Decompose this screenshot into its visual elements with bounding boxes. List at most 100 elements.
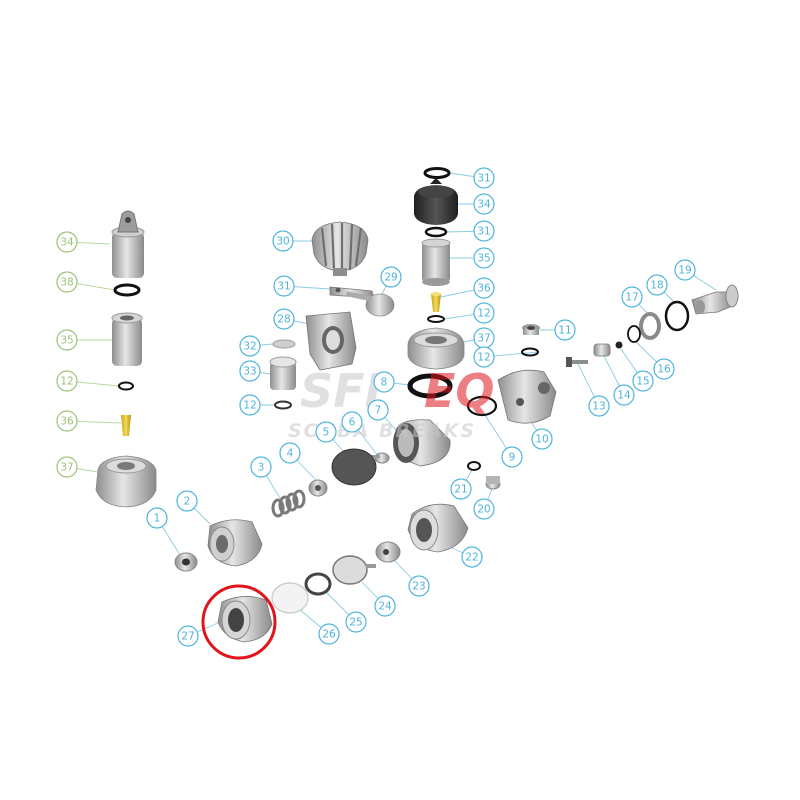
callout-circle-32 [239, 335, 261, 357]
callout-number-30: 30 [276, 236, 289, 248]
part-oring-12-upper [427, 315, 445, 323]
callout-number-35: 35 [477, 253, 490, 265]
callout-circle-12 [473, 302, 495, 324]
callout-circle-9 [501, 446, 523, 468]
callout-circle-12 [239, 394, 261, 416]
callout-circle-18 [646, 274, 668, 296]
callout-circle-14 [613, 384, 635, 406]
part-32-washer [272, 339, 296, 349]
part-28-yoke [305, 311, 357, 371]
callout-number-6: 6 [349, 417, 356, 429]
part-12-alt-oring [118, 381, 134, 391]
parts-layer [95, 167, 739, 660]
callout-number-31: 31 [477, 173, 490, 185]
callout-number-10: 10 [535, 434, 548, 446]
part-8-oring-large [407, 373, 453, 399]
callout-36: 36 [473, 277, 495, 299]
callout-27: 27 [177, 625, 199, 647]
part-38-oring [113, 283, 141, 297]
callout-circle-26 [318, 623, 340, 645]
callout-10: 10 [531, 428, 553, 450]
callout-labels: 3134313536123712113029312832331287651091… [56, 167, 696, 647]
part-36-yellow-pin [431, 292, 441, 312]
callout-number-34: 34 [477, 199, 491, 211]
callout-circle-19 [674, 259, 696, 281]
callout-number-37: 37 [60, 462, 73, 474]
callout-3: 3 [250, 456, 272, 478]
callout-circle-7 [367, 399, 389, 421]
callout-38: 38 [56, 271, 78, 293]
callout-number-33: 33 [243, 366, 256, 378]
callout-7: 7 [367, 399, 389, 421]
callout-5: 5 [315, 421, 337, 443]
callout-number-12: 12 [477, 352, 490, 364]
callout-circle-35 [473, 247, 495, 269]
callout-circle-16 [653, 358, 675, 380]
callout-37: 37 [56, 456, 78, 478]
callout-number-20: 20 [477, 504, 490, 516]
part-oring-31-mid [424, 226, 448, 238]
leader-lines [66, 172, 717, 637]
callout-circle-21 [450, 478, 472, 500]
callout-circle-36 [56, 410, 78, 432]
callout-22: 22 [461, 546, 483, 568]
callout-number-3: 3 [258, 462, 265, 474]
callout-number-17: 17 [625, 292, 638, 304]
callout-circle-13 [588, 395, 610, 417]
callout-32: 32 [239, 335, 261, 357]
callout-21: 21 [450, 478, 472, 500]
callout-number-12: 12 [243, 400, 256, 412]
part-35-alt-cylinder [111, 312, 143, 366]
part-37-alt-nut [95, 455, 157, 508]
part-oring-12-left [274, 400, 292, 410]
callout-number-34: 34 [60, 237, 74, 249]
callout-circle-12 [56, 370, 78, 392]
part-34-alt-knob [111, 210, 145, 278]
part-16-oring [627, 325, 641, 343]
part-26-disc [271, 582, 309, 614]
callout-circle-24 [374, 595, 396, 617]
callout-number-27: 27 [181, 631, 194, 643]
callout-number-14: 14 [617, 390, 631, 402]
callout-number-9: 9 [509, 452, 516, 464]
callout-circle-34 [56, 231, 78, 253]
part-30-ribbed-cap [311, 221, 369, 276]
callout-29: 29 [380, 266, 402, 288]
callout-number-16: 16 [657, 364, 671, 376]
part-9-oring [466, 395, 498, 417]
callout-9: 9 [501, 446, 523, 468]
callout-number-35: 35 [60, 335, 73, 347]
callout-circle-36 [473, 277, 495, 299]
callout-circle-4 [279, 442, 301, 464]
callout-12: 12 [473, 346, 495, 368]
callout-circle-33 [239, 360, 261, 382]
callout-circle-28 [273, 308, 295, 330]
callout-34: 34 [56, 231, 78, 253]
callout-circle-5 [315, 421, 337, 443]
callout-circle-37 [56, 456, 78, 478]
callout-circle-25 [345, 611, 367, 633]
callout-number-31: 31 [477, 226, 490, 238]
highlight-circle-27 [201, 584, 277, 660]
callout-number-1: 1 [154, 513, 161, 525]
callout-36: 36 [56, 410, 78, 432]
callout-17: 17 [621, 286, 643, 308]
callout-11: 11 [554, 319, 576, 341]
callout-25: 25 [345, 611, 367, 633]
callout-circle-17 [621, 286, 643, 308]
callout-number-18: 18 [650, 280, 663, 292]
part-35-cylinder [421, 238, 451, 286]
callout-12: 12 [239, 394, 261, 416]
part-4-retainer [308, 479, 328, 497]
callout-14: 14 [613, 384, 635, 406]
callout-circle-38 [56, 271, 78, 293]
callout-24: 24 [374, 595, 396, 617]
callout-number-23: 23 [412, 581, 425, 593]
callout-circle-31 [473, 220, 495, 242]
part-17-washer [639, 312, 661, 340]
callout-12: 12 [56, 370, 78, 392]
callout-number-4: 4 [287, 448, 294, 460]
callout-circle-34 [473, 193, 495, 215]
callout-circle-3 [250, 456, 272, 478]
callout-6: 6 [341, 411, 363, 433]
